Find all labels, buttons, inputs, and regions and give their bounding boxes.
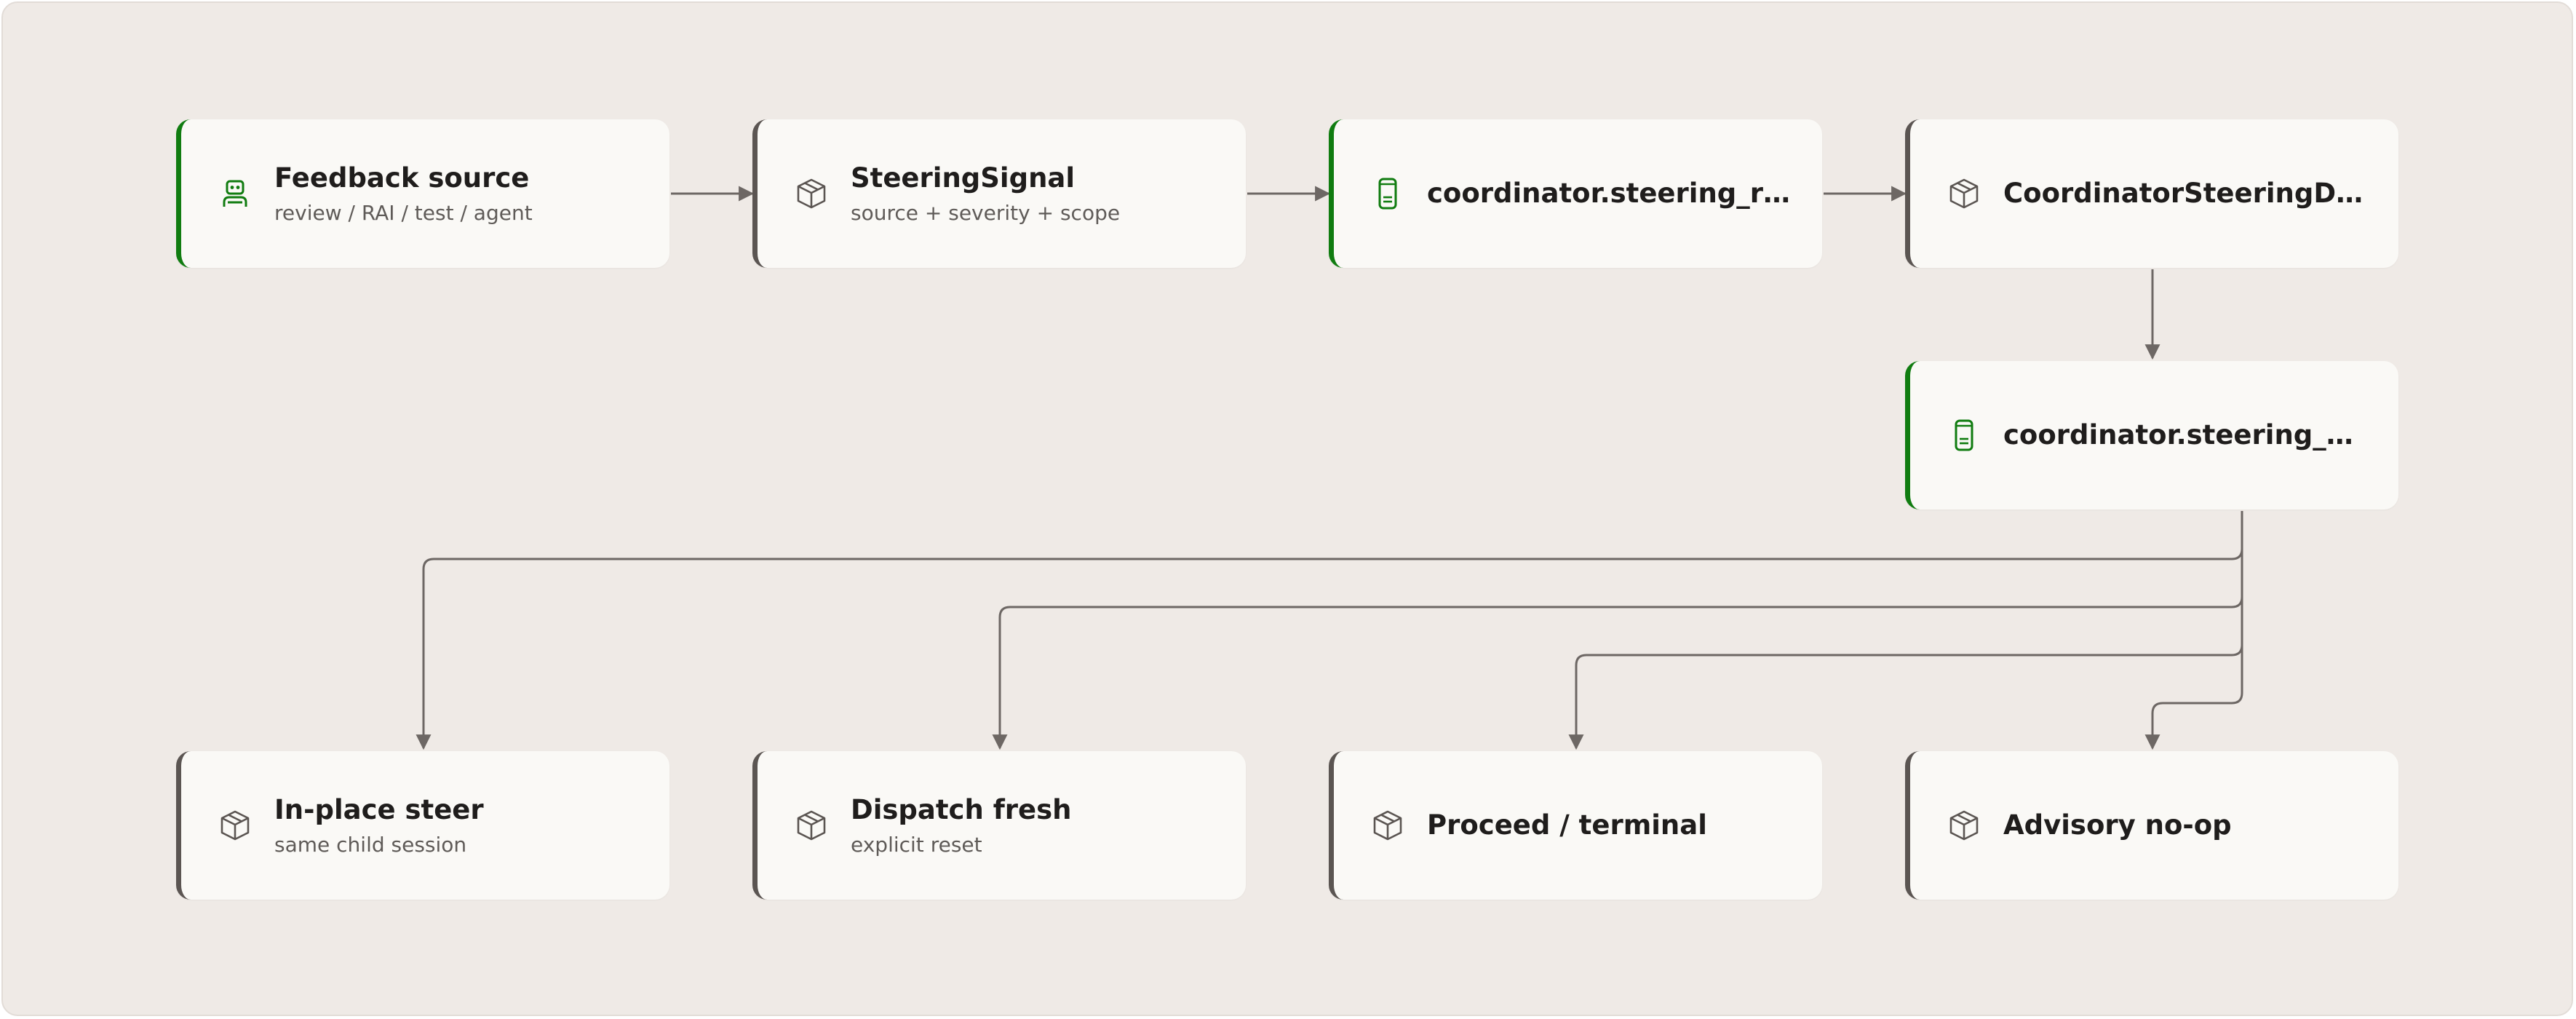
node-steering-received-event[interactable]: coordinator.steering_rece... [1329, 119, 1822, 268]
cube-icon [220, 810, 250, 841]
node-steering-decided-event[interactable]: coordinator.steering_deci... [1905, 361, 2398, 510]
phone-icon [1955, 419, 1973, 451]
node-proceed-terminal[interactable]: Proceed / terminal [1329, 751, 1822, 900]
cube-icon [1949, 178, 1979, 209]
node-title: Feedback source [274, 162, 530, 194]
node-in-place-steer[interactable]: In-place steer same child session [176, 751, 669, 900]
cube-icon [797, 178, 826, 209]
node-subtitle: source + severity + scope [851, 200, 1121, 225]
cube-icon [1373, 810, 1402, 841]
node-dispatch-fresh[interactable]: Dispatch fresh explicit reset [752, 751, 1246, 900]
node-title: SteeringSignal [851, 162, 1076, 194]
node-title: In-place steer [274, 794, 484, 826]
robot-icon [223, 180, 247, 207]
node-subtitle: same child session [274, 832, 467, 857]
node-title: coordinator.steering_deci... [2003, 419, 2369, 451]
node-title: coordinator.steering_rece... [1427, 177, 1793, 209]
node-subtitle: review / RAI / test / agent [274, 200, 533, 225]
node-coordinator-steering-decision[interactable]: CoordinatorSteeringDeci... [1905, 119, 2398, 268]
node-title: CoordinatorSteeringDeci... [2003, 177, 2369, 209]
phone-icon [1378, 178, 1397, 210]
node-title: Dispatch fresh [851, 794, 1072, 826]
cube-icon [797, 810, 826, 841]
cube-icon [1949, 810, 1979, 841]
node-feedback-source[interactable]: Feedback source review / RAI / test / ag… [176, 119, 669, 268]
node-advisory-no-op[interactable]: Advisory no-op [1905, 751, 2398, 900]
node-steering-signal[interactable]: SteeringSignal source + severity + scope [752, 119, 1246, 268]
node-title: Proceed / terminal [1427, 809, 1707, 841]
node-subtitle: explicit reset [851, 832, 982, 857]
node-title: Advisory no-op [2003, 809, 2232, 841]
